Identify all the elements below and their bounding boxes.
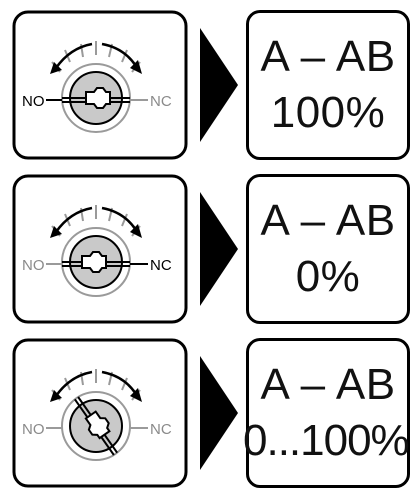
no-label: NO	[22, 93, 45, 110]
contact-label: A – AB	[260, 360, 396, 409]
arrow-right-icon	[200, 192, 238, 306]
output-value-box: A – AB 100%	[246, 10, 410, 160]
nc-label: NC	[150, 93, 172, 110]
output-value: 100%	[270, 88, 386, 137]
output-value: 0...100%	[243, 416, 410, 465]
arrow-right-icon	[200, 356, 238, 470]
contact-label: A – AB	[260, 32, 396, 81]
no-label: NO	[22, 257, 45, 274]
output-value: 0%	[295, 252, 361, 301]
nc-label: NC	[150, 421, 172, 438]
state-row-no: NO NC A – AB 100%	[0, 10, 414, 160]
output-value-box: A – AB 0%	[246, 174, 410, 324]
state-row-between: NO NC A – AB 0...100%	[0, 338, 414, 488]
output-value-box: A – AB 0...100%	[243, 338, 410, 488]
state-row-nc: NO NC A – AB 0%	[0, 174, 414, 324]
contact-label: A – AB	[260, 196, 396, 245]
no-label: NO	[22, 421, 45, 438]
selector-switch-nc-icon: NO NC	[12, 174, 188, 324]
arrow-right-icon	[200, 28, 238, 142]
selector-switch-no-icon: NO NC	[12, 10, 188, 160]
selector-switch-between-icon: NO NC	[12, 338, 188, 488]
nc-label: NC	[150, 257, 172, 274]
